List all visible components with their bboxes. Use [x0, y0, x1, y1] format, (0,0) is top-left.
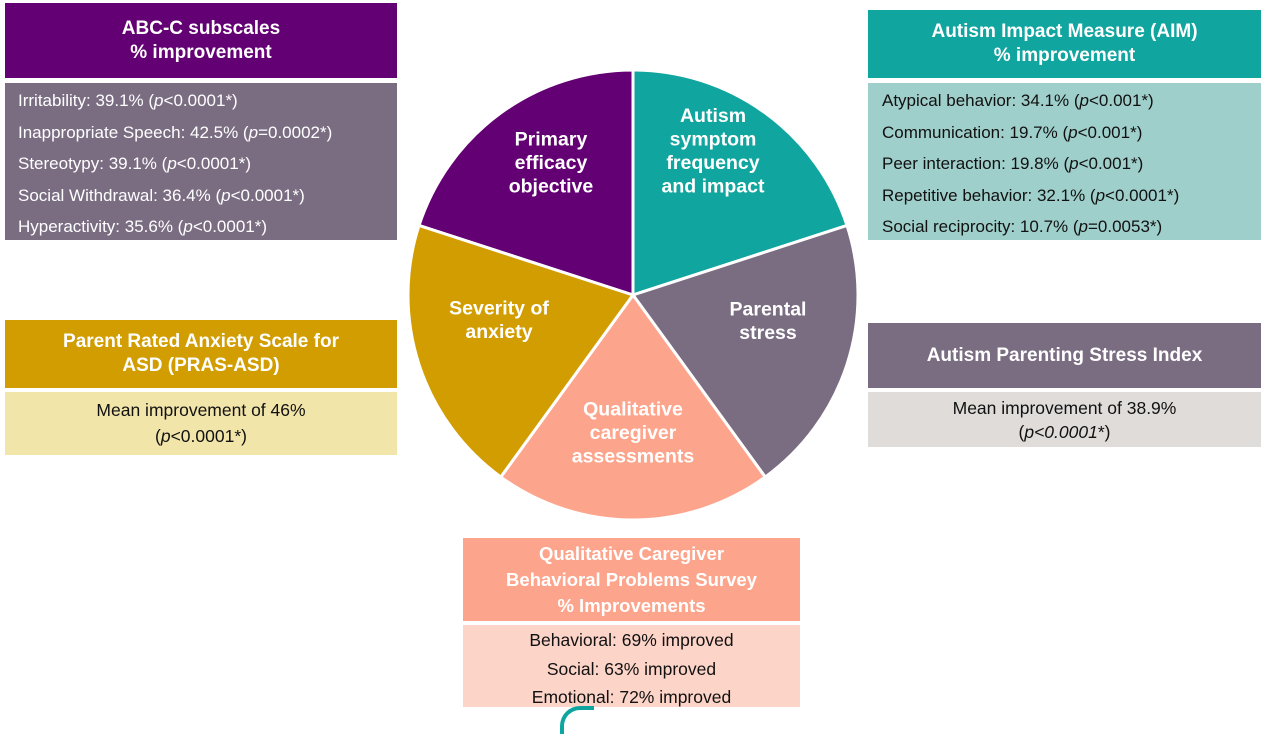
- pras-header: Parent Rated Anxiety Scale for ASD (PRAS…: [5, 320, 397, 388]
- apsi-body-line2: (p<0.0001*): [1018, 422, 1111, 442]
- aim-item-peer: Peer interaction: 19.8% (p<0.001*): [882, 154, 1144, 173]
- qcbps-item-emotional: Emotional: 72% improved: [531, 687, 732, 707]
- pras-title-line1: Parent Rated Anxiety Scale for: [63, 331, 339, 352]
- abc-item-stereotypy: Stereotypy: 39.1% (p<0.0001*): [18, 154, 251, 173]
- aim-item-communication: Communication: 19.7% (p<0.001*): [882, 122, 1143, 142]
- abc-subtitle: % improvement: [130, 41, 272, 63]
- aim-item-atypical: Atypical behavior: 34.1% (p<0.001*): [882, 91, 1154, 110]
- abc-list: Irritability: 39.1% (p<0.0001*) Inapprop…: [5, 83, 397, 240]
- pras-title-line2: ASD (PRAS-ASD): [122, 355, 280, 376]
- apsi-body: Mean improvement of 38.9% (p<0.0001*): [868, 392, 1261, 447]
- pras-body-line2: (p<0.0001*): [155, 426, 247, 446]
- qcbps-title-line2: Behavioral Problems Survey: [506, 568, 757, 590]
- abc-item-withdrawal: Social Withdrawal: 36.4% (p<0.0001*): [18, 185, 305, 205]
- aim-item-reciprocity: Social reciprocity: 10.7% (p=0.0053*): [882, 217, 1163, 236]
- aim-item-repetitive: Repetitive behavior: 32.1% (p<0.0001*): [882, 185, 1180, 205]
- qcbps-item-behavioral: Behavioral: 69% improved: [529, 630, 734, 650]
- pie-slice-qualitative: [498, 292, 768, 522]
- pie-slice-autism: [631, 68, 849, 298]
- pie-slice-primary: [417, 68, 635, 298]
- pras-body-line1: Mean improvement of 46%: [96, 400, 306, 420]
- aim-list: Atypical behavior: 34.1% (p<0.001*) Comm…: [868, 83, 1261, 240]
- qcbps-header: Qualitative Caregiver Behavioral Problem…: [463, 538, 800, 621]
- abc-item-speech: Inappropriate Speech: 42.5% (p=0.0002*): [18, 122, 333, 142]
- pie-slice-anxiety: [406, 223, 636, 480]
- aim-title: Autism Impact Measure (AIM): [931, 21, 1198, 42]
- qcbps-title-line1: Qualitative Caregiver: [538, 542, 725, 564]
- qcbps-list: Behavioral: 69% improved Social: 63% imp…: [463, 625, 800, 707]
- pie-slice-parental: [630, 223, 860, 480]
- qcbps-item-social: Social: 63% improved: [546, 658, 717, 679]
- aim-header: Autism Impact Measure (AIM) % improvemen…: [868, 10, 1261, 78]
- aim-subtitle: % improvement: [993, 45, 1136, 66]
- qcbps-title-line3: % Improvements: [557, 594, 706, 616]
- apsi-title: Autism Parenting Stress Index: [926, 344, 1203, 366]
- abc-item-irritability: Irritability: 39.1% (p<0.0001*): [18, 91, 238, 110]
- apsi-body-line1: Mean improvement of 38.9%: [952, 398, 1177, 418]
- abc-item-hyperactivity: Hyperactivity: 35.6% (p<0.0001*): [18, 217, 268, 236]
- abc-header: ABC-C subscales % improvement: [5, 3, 397, 78]
- apsi-header: Autism Parenting Stress Index: [868, 323, 1261, 388]
- pras-body: Mean improvement of 46% (p<0.0001*): [5, 392, 397, 455]
- abc-title: ABC-C subscales: [121, 17, 281, 39]
